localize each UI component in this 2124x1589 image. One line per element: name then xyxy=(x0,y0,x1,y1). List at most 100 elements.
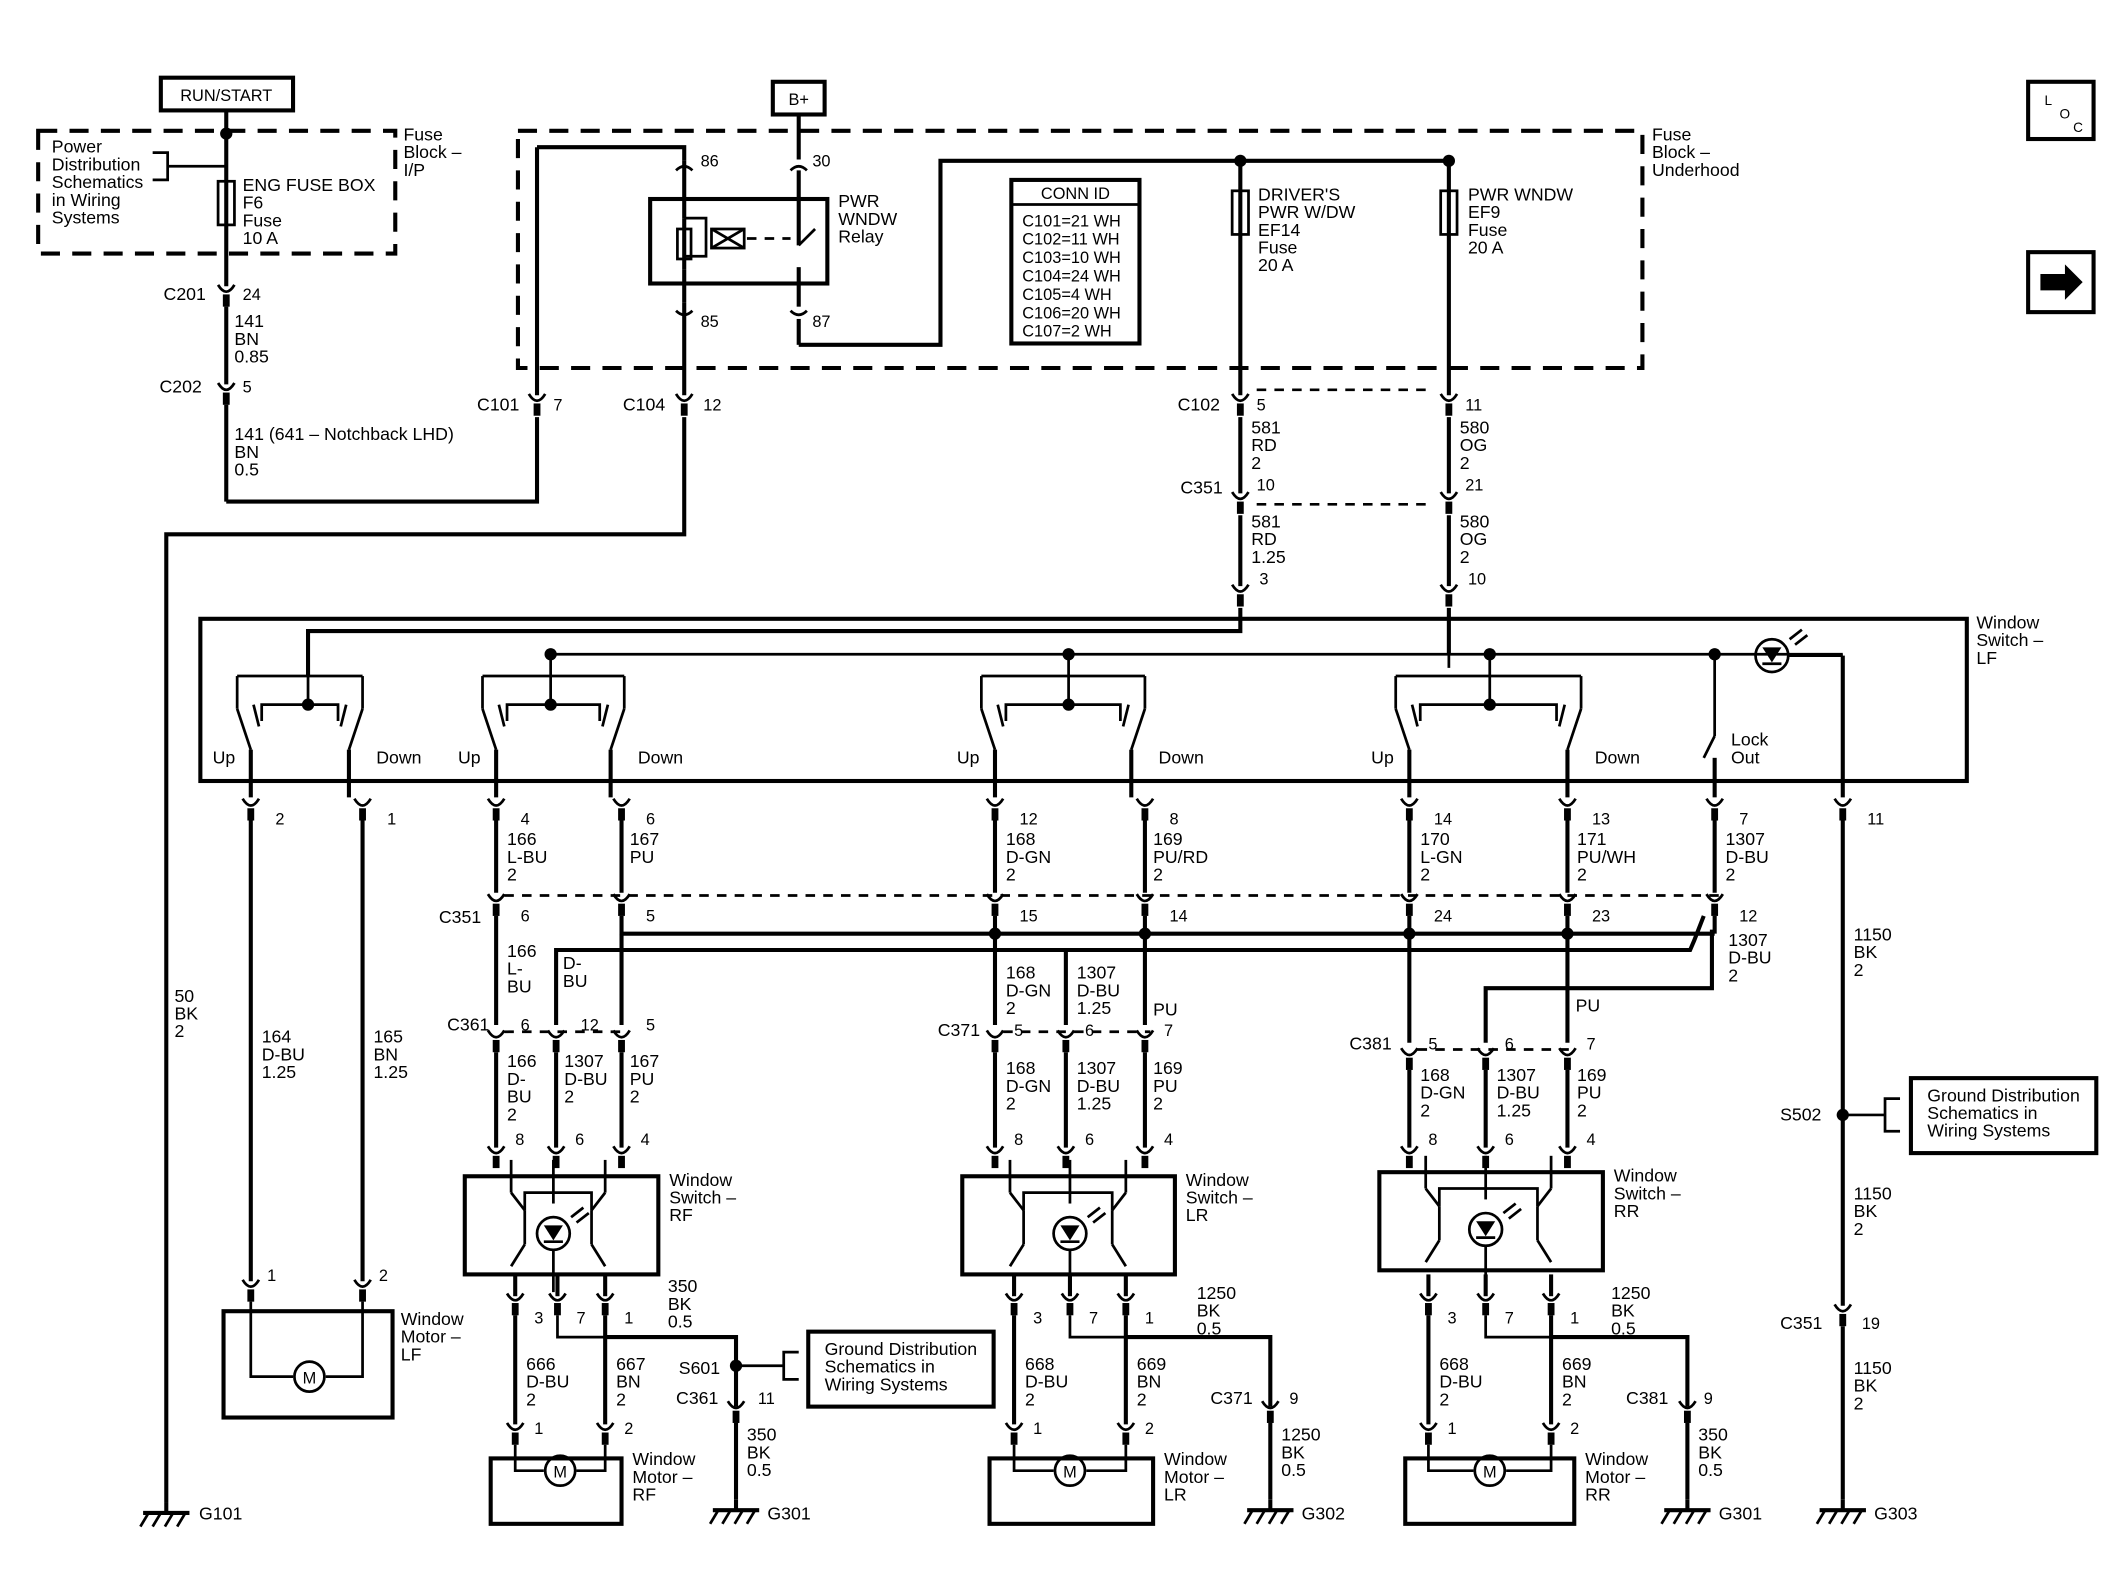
wire-169-label: 2 xyxy=(1153,864,1163,884)
power-distribution-label: Distribution xyxy=(52,154,141,174)
rr-out-connector xyxy=(1419,1292,1438,1302)
pin-number: 6 xyxy=(1085,1131,1094,1149)
wire-1150c-label: 1150 xyxy=(1854,1358,1892,1378)
s502-bracket xyxy=(1883,1097,1901,1133)
connector-c201 xyxy=(216,284,236,294)
lf-contact-down xyxy=(1129,708,1147,751)
connector-rf-in xyxy=(486,1145,506,1155)
connector-c351-row xyxy=(1564,903,1571,916)
loc-letter: L xyxy=(2045,93,2053,108)
wire-168-label: 168 xyxy=(1006,829,1036,849)
connector-c371-gnd xyxy=(1266,1410,1274,1423)
wire-lr-mid-label: PU xyxy=(1153,999,1178,1019)
conn-id-row: C106=20 WH xyxy=(1022,304,1121,322)
window-switch-rr-contact xyxy=(1424,1239,1441,1263)
connector-lf-out xyxy=(612,797,631,807)
lr-motor-wire-label: 668 xyxy=(1025,1354,1055,1374)
connector-c381 xyxy=(1405,1057,1413,1070)
relay-pin: 87 xyxy=(812,313,830,331)
wire-168-label: 2 xyxy=(1006,864,1016,884)
ground-distribution-label: Ground Distribution xyxy=(825,1339,978,1359)
rf-motor-wire-label: D-BU xyxy=(526,1372,569,1392)
wire-1150-label: 2 xyxy=(1854,960,1864,980)
pin-number: 4 xyxy=(1164,1131,1173,1149)
wire-171-label: PU/WH xyxy=(1577,847,1636,867)
pin-number: 5 xyxy=(243,379,252,397)
wire-rf-lower-label: 167 xyxy=(630,1051,660,1071)
wire-350-label: 350 xyxy=(668,1276,698,1296)
window-switch-rr-label: Window xyxy=(1614,1166,1677,1186)
connector-c202 xyxy=(222,392,230,405)
connector-c361 xyxy=(492,1039,500,1053)
ground-g302-symbol xyxy=(1243,1509,1254,1525)
connector-c361-gnd xyxy=(726,1400,746,1410)
connector-c102-b xyxy=(1439,393,1459,403)
lf-down-label: Down xyxy=(376,747,421,767)
power-distribution-label: Power xyxy=(52,137,102,157)
pin-number: 11 xyxy=(1867,811,1884,829)
splice-dot xyxy=(544,698,557,711)
connector-c201 xyxy=(222,294,230,307)
wire-lr-lower-label: 168 xyxy=(1006,1058,1036,1078)
wire-lr-lower-label: PU xyxy=(1153,1076,1178,1096)
relay-86-feed xyxy=(537,145,687,161)
lr-motor-connector xyxy=(1122,1432,1130,1445)
window-switch-lr-led xyxy=(1086,1206,1101,1219)
window-switch-rf-contact xyxy=(590,1243,607,1267)
wire-1250-label: 1250 xyxy=(1197,1283,1237,1303)
lr-motor-lead xyxy=(1086,1444,1128,1473)
connector-c381-label: C381 xyxy=(1349,1034,1391,1054)
window-motor-lf-symbol xyxy=(293,1360,326,1393)
pin-number: 6 xyxy=(1505,1036,1514,1054)
rf-out-connector xyxy=(601,1303,609,1316)
connector-lf-out xyxy=(1141,808,1149,821)
connector-c361 xyxy=(486,1029,506,1039)
lf-motor-wire xyxy=(325,1301,364,1378)
relay-pin: 86 xyxy=(701,152,719,170)
window-switch-lr-contact xyxy=(1008,1191,1025,1212)
pin-number: 7 xyxy=(1505,1309,1514,1327)
connector-c351-row xyxy=(1705,893,1725,903)
pin-number: 7 xyxy=(577,1309,586,1327)
connector-c351-row-label: C351 xyxy=(439,907,481,927)
ground-g301b-symbol xyxy=(1672,1509,1684,1525)
rr-motor-symbol xyxy=(1473,1454,1507,1488)
rr-motor-wire-label: 669 xyxy=(1562,1354,1592,1374)
rf-motor-connector xyxy=(511,1432,519,1445)
rr-ground-run xyxy=(1551,1335,1690,1407)
wire-580-label: 580 xyxy=(1460,417,1490,437)
wire-lr-mid-label: D-GN xyxy=(1006,980,1051,1000)
pwr-wndw-relay-label: WNDW xyxy=(838,209,897,229)
connector-rr-in xyxy=(1476,1145,1496,1155)
rr-motor-connector xyxy=(1425,1432,1432,1445)
lf-motor-wire xyxy=(249,1301,294,1378)
fuse-ef9-label: Fuse xyxy=(1468,220,1508,240)
connector-c381-gnd xyxy=(1678,1400,1697,1410)
next-page-button xyxy=(2026,250,2096,315)
pin-number: 1 xyxy=(387,811,396,829)
wire-580b-label: 580 xyxy=(1460,511,1490,531)
window-switch-rr-rocker xyxy=(1437,1187,1539,1207)
wire-169-label: 169 xyxy=(1153,829,1183,849)
connector-lf-out xyxy=(241,797,261,807)
pin-number: 14 xyxy=(1169,907,1187,925)
pin-number: 7 xyxy=(1587,1036,1596,1054)
connector-c351-row xyxy=(486,893,506,903)
wire-50-label: 2 xyxy=(174,1021,184,1041)
connector-c351-row xyxy=(991,903,999,916)
pin-number: 5 xyxy=(646,1016,655,1034)
rf-motor-lead xyxy=(513,1444,544,1473)
w1307-lr xyxy=(1063,947,1691,1025)
wire-rf-lower-label: BU xyxy=(507,1087,532,1107)
wire-rr-mid-label: 2 xyxy=(1728,965,1738,985)
wire-1150c-label: 2 xyxy=(1854,1393,1864,1413)
power-distribution-bracket xyxy=(152,151,170,182)
pin-number: 10 xyxy=(1257,477,1275,495)
window-motor-lf-box xyxy=(221,1309,395,1420)
rf-motor-wire-label: 667 xyxy=(616,1354,646,1374)
splice-dot xyxy=(301,698,315,711)
connector-c351-row xyxy=(1135,893,1155,903)
connector-c371 xyxy=(1135,1029,1155,1039)
connector-c104 xyxy=(680,403,688,416)
